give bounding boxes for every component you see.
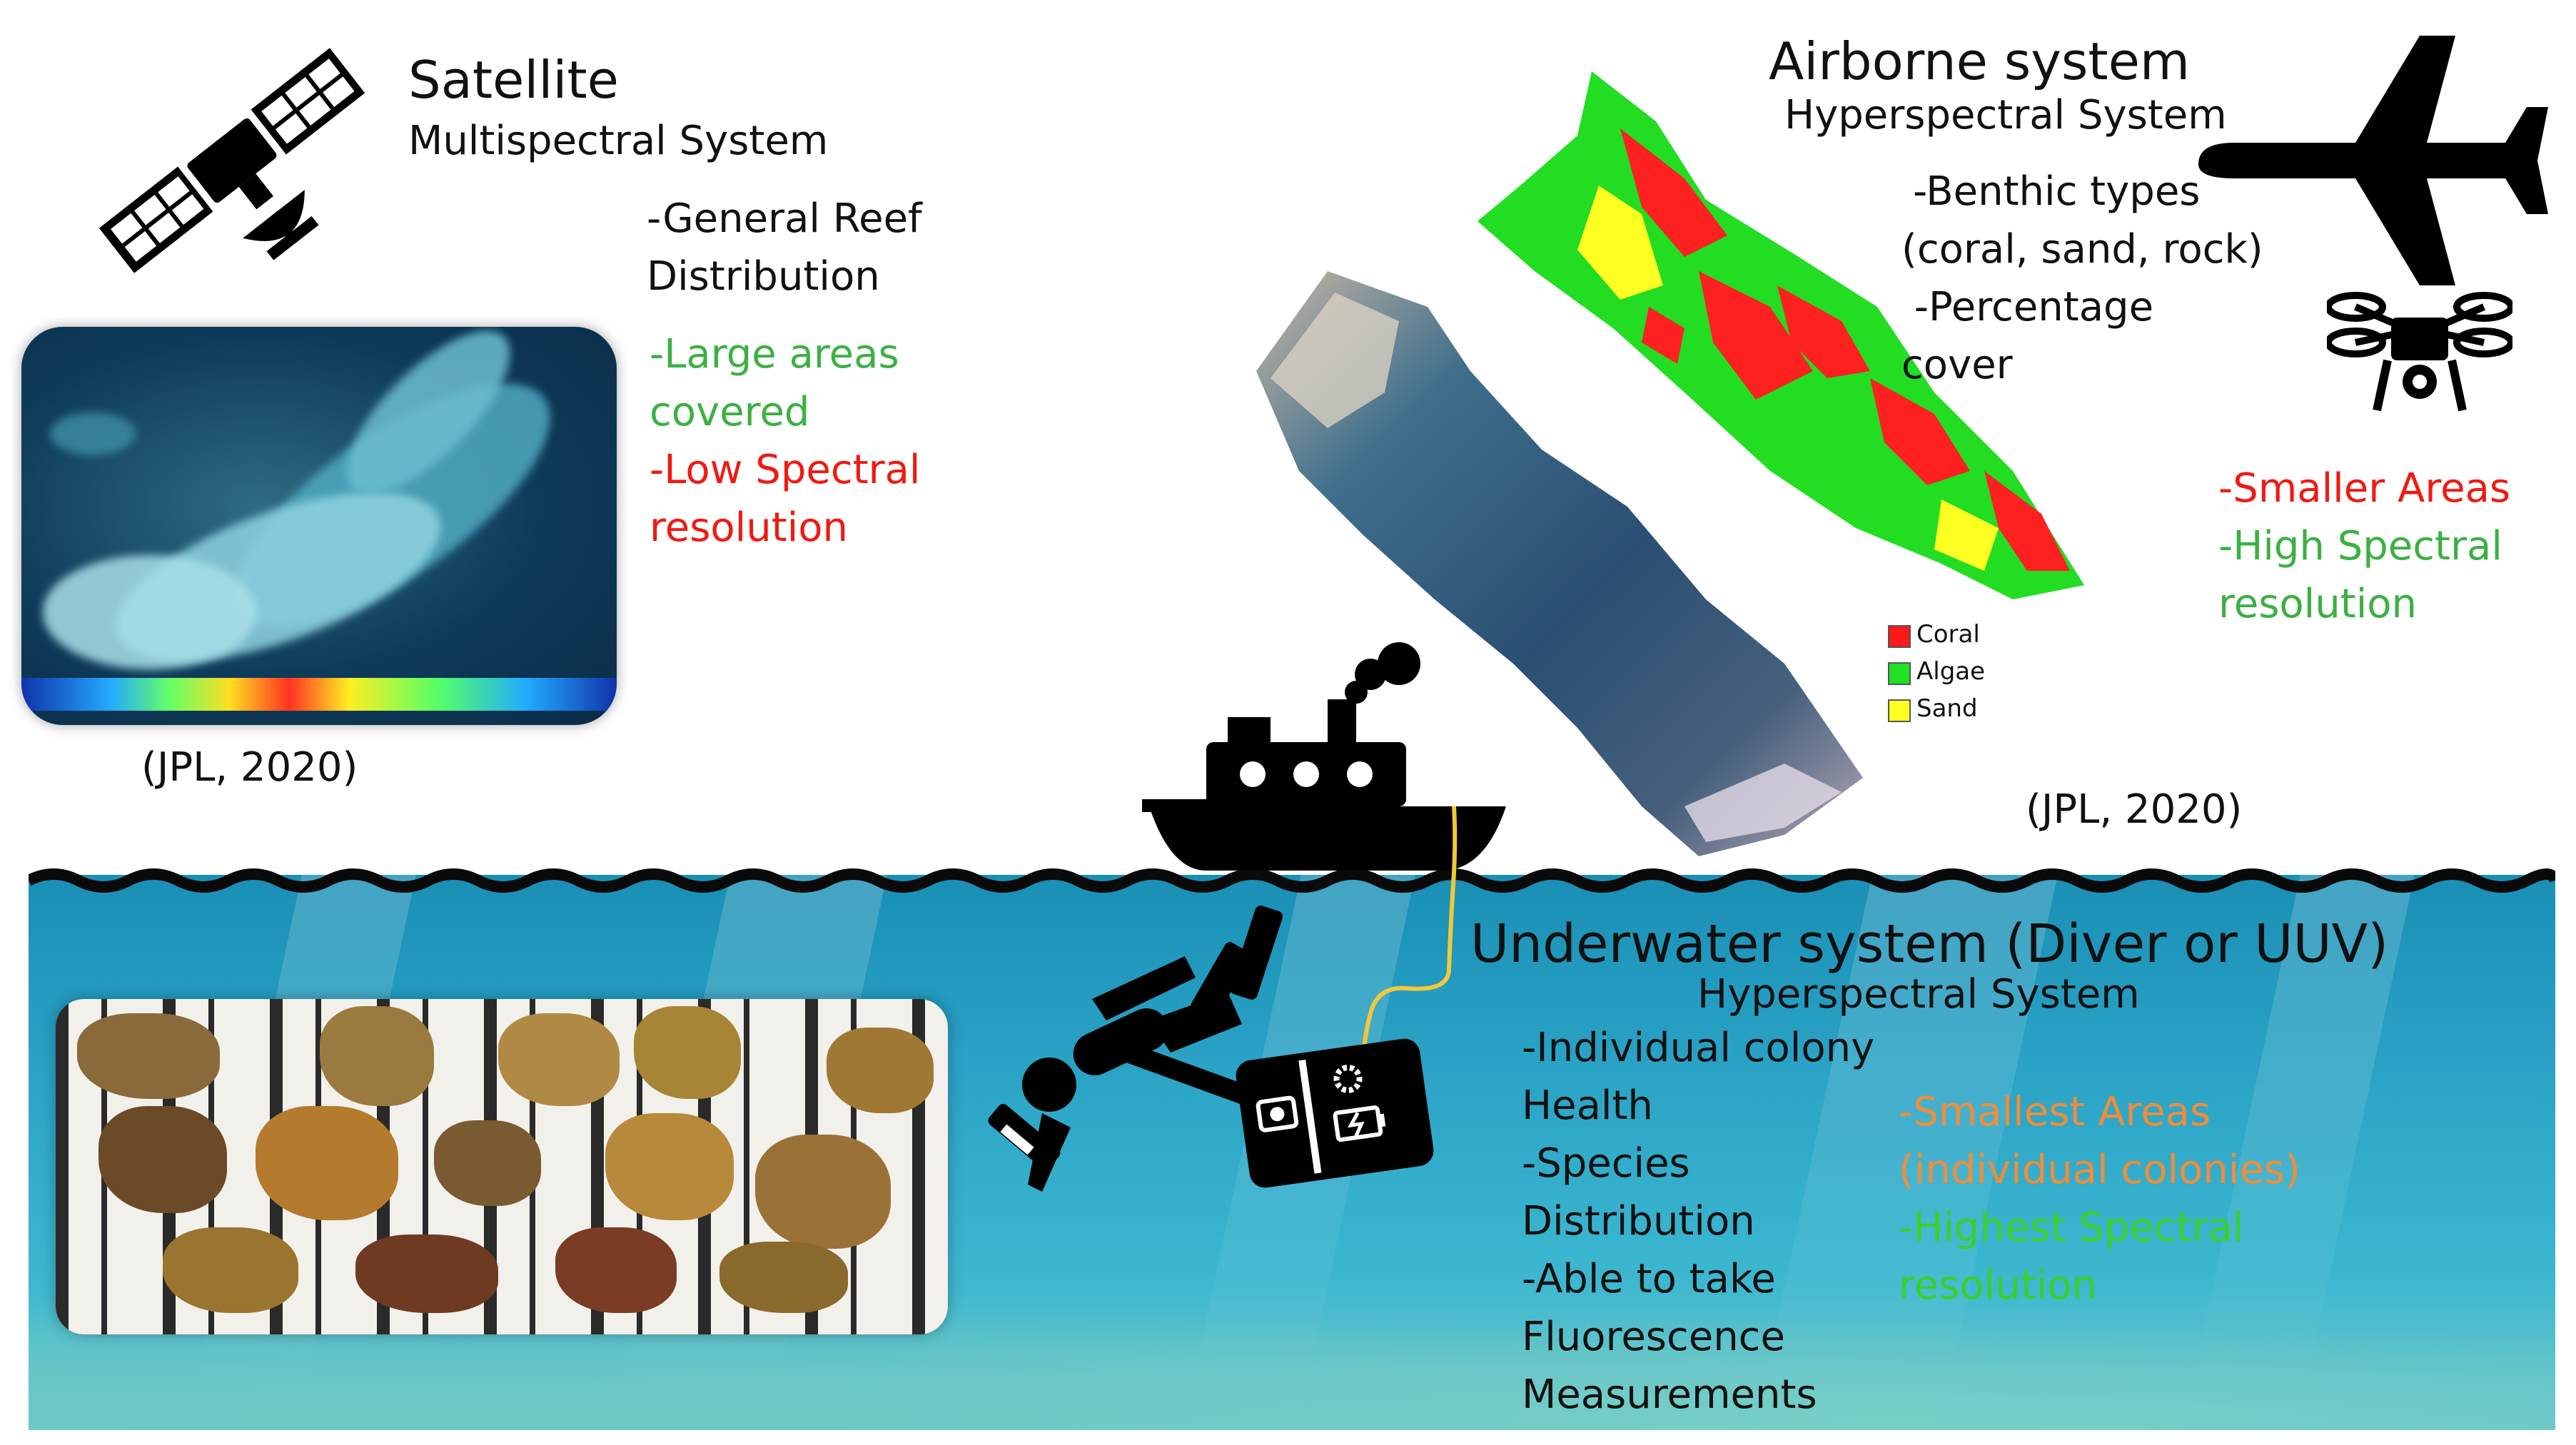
satellite-icon <box>99 48 365 273</box>
underwater-desc-3: -Species <box>1522 1140 1690 1187</box>
underwater-subtitle: Hyperspectral System <box>1697 971 2140 1018</box>
satellite-credit: (JPL, 2020) <box>141 744 358 791</box>
airborne-desc-4: cover <box>1901 342 2013 388</box>
ship-icon <box>1142 642 1506 871</box>
drone-icon <box>2327 292 2512 412</box>
water-surface-wave <box>29 868 2555 893</box>
satellite-con-1: -Low Spectral <box>650 447 921 493</box>
underwater-pro-2: resolution <box>1899 1262 2098 1309</box>
satellite-title: Satellite <box>408 50 619 110</box>
airborne-subtitle: Hyperspectral System <box>1784 92 2227 138</box>
airborne-rgb-reef-map <box>1256 271 1863 856</box>
diver-icon <box>988 906 1283 1192</box>
legend-label-sand: Sand <box>1916 694 1978 723</box>
underwater-desc-6: Fluorescence <box>1522 1314 1785 1360</box>
airborne-credit: (JPL, 2020) <box>2026 786 2243 833</box>
legend-swatch-coral <box>1888 625 1911 648</box>
underwater-desc-5: -Able to take <box>1522 1256 1776 1302</box>
tether-cable <box>1361 806 1458 1057</box>
camera-housing-icon <box>1236 1038 1434 1188</box>
legend-swatch-sand <box>1888 699 1911 722</box>
satellite-desc-2: Distribution <box>647 253 880 300</box>
legend-label-coral: Coral <box>1916 620 1980 649</box>
legend-label-algae: Algae <box>1916 657 1986 686</box>
underwater-pro-1: -Highest Spectral <box>1899 1205 2244 1251</box>
airplane-icon <box>2198 36 2548 285</box>
coral-fragments-photo <box>56 999 948 1334</box>
underwater-scale-2: (individual colonies) <box>1899 1147 2300 1193</box>
legend-swatch-algae <box>1888 662 1911 685</box>
underwater-title: Underwater system (Diver or UUV) <box>1470 913 2389 975</box>
underwater-desc-4: Distribution <box>1522 1198 1755 1244</box>
airborne-title: Airborne system <box>1769 31 2191 91</box>
airborne-desc-1: -Benthic types <box>1913 168 2201 215</box>
underwater-desc-2: Health <box>1522 1083 1653 1129</box>
underwater-desc-7: Measurements <box>1522 1372 1817 1418</box>
airborne-con: -Smaller Areas <box>2218 465 2511 512</box>
underwater-desc-1: -Individual colony <box>1522 1025 1875 1071</box>
airborne-desc-2: (coral, sand, rock) <box>1901 226 2263 273</box>
airborne-benthic-classification-map <box>1478 71 2084 599</box>
satellite-reef-image <box>21 327 617 725</box>
underwater-scale-1: -Smallest Areas <box>1899 1089 2211 1135</box>
satellite-desc-1: -General Reef <box>647 196 922 242</box>
satellite-con-2: resolution <box>650 505 849 551</box>
airborne-pro-2: resolution <box>2218 581 2418 627</box>
airborne-pro-1: -High Spectral <box>2218 523 2502 569</box>
airborne-desc-3: -Percentage <box>1901 284 2154 330</box>
satellite-pro-2: covered <box>650 389 810 435</box>
satellite-subtitle: Multispectral System <box>408 118 829 164</box>
satellite-pro-1: -Large areas <box>650 331 899 377</box>
